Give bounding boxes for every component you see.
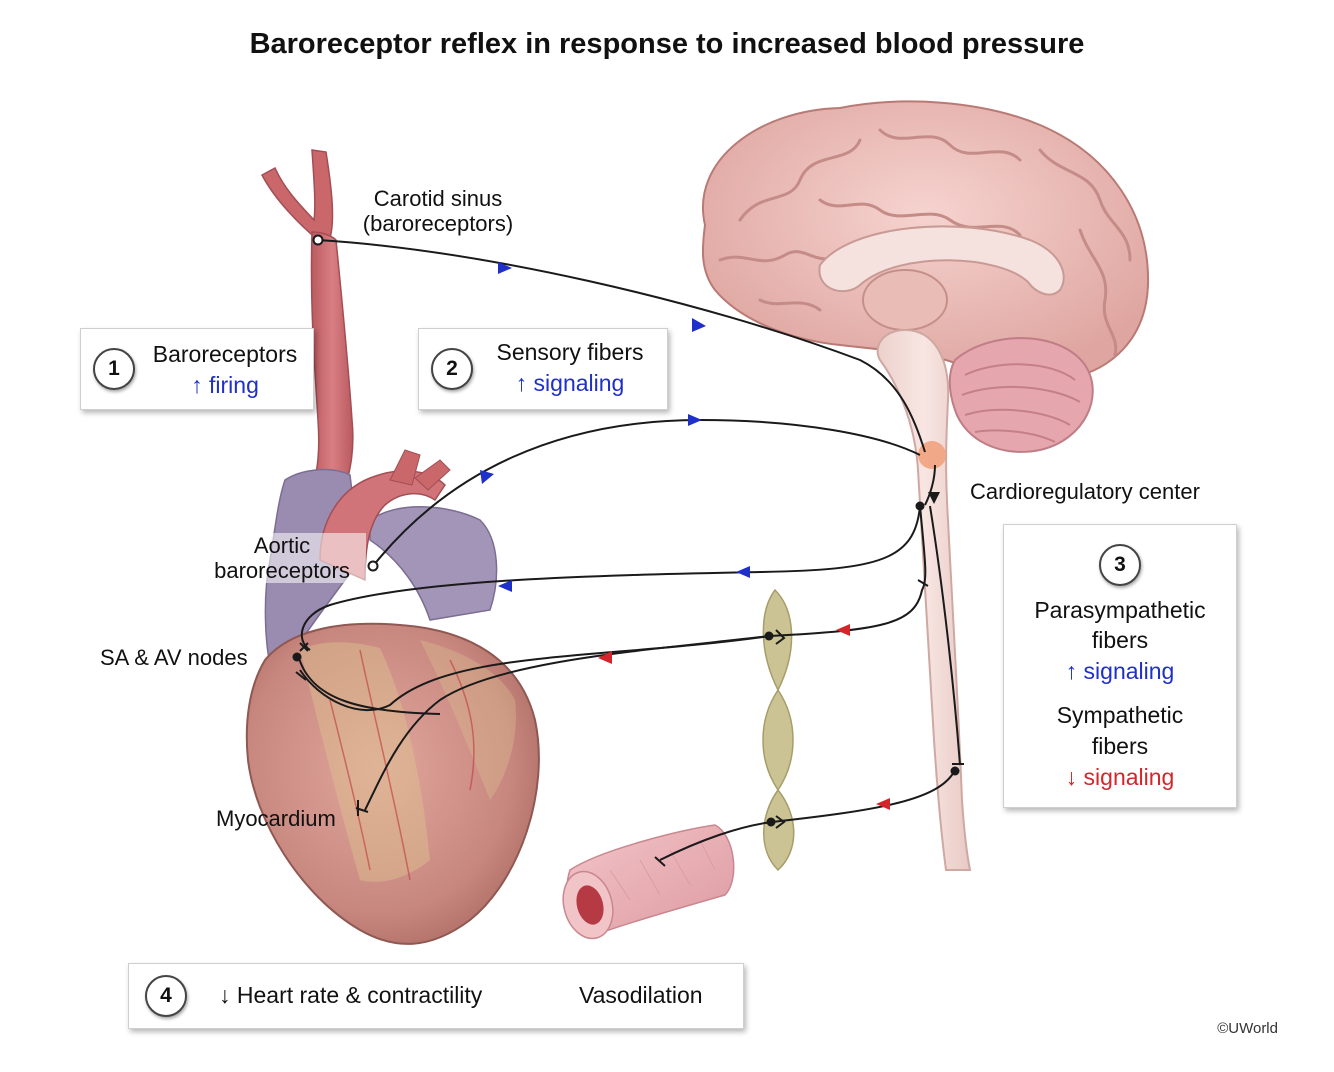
carotid-artery xyxy=(260,149,354,491)
step-2-line1: Sensory fibers xyxy=(496,339,644,365)
parasympathetic-line2: fibers xyxy=(1091,627,1149,653)
myocardium-label: Myocardium xyxy=(216,806,336,831)
diagram-title: Baroreceptor reflex in response to incre… xyxy=(249,28,1085,60)
blood-vessel xyxy=(562,824,735,940)
ventricles xyxy=(245,622,540,945)
step-2-line2: ↑ signaling xyxy=(515,370,625,396)
parasympathetic-line1: Parasympathetic xyxy=(1034,597,1206,623)
aortic-label-line2: baroreceptors xyxy=(214,558,350,583)
carotid-sinus-label-line2: (baroreceptors) xyxy=(362,211,514,236)
aortic-afferent-path xyxy=(372,418,921,567)
blue-arrow-carotid-1 xyxy=(498,262,512,274)
aortic-origin-dot xyxy=(367,560,379,572)
sa-av-nodes-label: SA & AV nodes xyxy=(100,645,248,670)
blue-arrow-carotid-2 xyxy=(692,318,706,332)
step-4-box: 4 ↓ Heart rate & contractility Vasodilat… xyxy=(128,963,744,1029)
center-out-path xyxy=(924,464,936,506)
brainstem-spinal-cord xyxy=(876,328,972,871)
synapse-terminals xyxy=(295,579,964,867)
copyright-notice: ©UWorld xyxy=(1217,1020,1278,1037)
cord-descending-path xyxy=(929,505,961,766)
blue-arrow-aortic-1 xyxy=(480,470,494,484)
step-2-badge: 2 xyxy=(431,348,473,390)
parasympathetic-line3: ↑ signaling xyxy=(1065,658,1175,684)
pulmonary-veins xyxy=(369,506,498,621)
carotid-sinus-label: Carotid sinus (baroreceptors) xyxy=(348,186,528,236)
cardioregulatory-center-dot xyxy=(918,441,946,469)
cardioregulatory-center-label: Cardioregulatory center xyxy=(970,479,1200,504)
aortic-baroreceptors-label: Aortic baroreceptors xyxy=(198,533,366,583)
arrowheads xyxy=(480,262,940,810)
cerebellum-folia xyxy=(961,363,1081,443)
node-link-path xyxy=(297,654,441,715)
parasympathetic-path-1 xyxy=(300,505,921,651)
black-arrow-center xyxy=(928,492,940,504)
step-1-box: 1 Baroreceptors ↑ firing xyxy=(80,328,314,410)
red-arrow-symp-1 xyxy=(836,624,850,636)
carotid-afferent-path xyxy=(317,239,926,453)
node-dot xyxy=(292,652,302,662)
step-3-box: 3 Parasympathetic fibers ↑ signaling Sym… xyxy=(1003,524,1237,808)
step-3-badge: 3 xyxy=(1099,544,1141,586)
red-arrow-symp-2 xyxy=(598,651,612,664)
step-4-effect-vessel: Vasodilation xyxy=(579,982,703,1008)
brain-illustration xyxy=(701,100,1150,871)
sympathetic-chain xyxy=(762,588,795,872)
carotid-sinus-label-line1: Carotid sinus xyxy=(373,186,503,211)
blue-arrow-para-2 xyxy=(498,580,512,592)
red-arrow-symp-3 xyxy=(876,798,890,810)
step-4-effect-heart: ↓ Heart rate & contractility xyxy=(219,982,483,1008)
ganglion-dot-upper xyxy=(764,631,774,641)
brain-gyri xyxy=(718,128,1132,357)
sympathetic-node-path xyxy=(299,635,771,711)
step-4-badge: 4 xyxy=(145,975,187,1017)
center-branch-dot xyxy=(915,501,925,511)
carotid-origin-dot xyxy=(312,234,324,246)
sympathetic-line3: ↓ signaling xyxy=(1065,764,1175,790)
heart-illustration xyxy=(245,449,540,945)
step-1-line2: ↑ firing xyxy=(191,372,259,398)
aortic-label-line1: Aortic xyxy=(253,533,311,558)
blue-arrow-para-1 xyxy=(736,566,750,578)
sympathetic-line2: fibers xyxy=(1091,733,1149,759)
step-1-line1: Baroreceptors xyxy=(152,341,298,367)
cord-dot xyxy=(950,766,960,776)
ganglion-dot-lower xyxy=(766,817,776,827)
cerebellum xyxy=(948,337,1094,453)
step-2-box: 2 Sensory fibers ↑ signaling xyxy=(418,328,668,410)
step-1-badge: 1 xyxy=(93,348,135,390)
vessel-sympathetic-path xyxy=(659,769,956,861)
thalamus xyxy=(862,269,948,331)
blue-arrow-aortic-2 xyxy=(688,414,702,426)
junction-dots xyxy=(292,234,960,827)
corpus-callosum xyxy=(818,225,1065,296)
sympathetic-line1: Sympathetic xyxy=(1056,702,1184,728)
